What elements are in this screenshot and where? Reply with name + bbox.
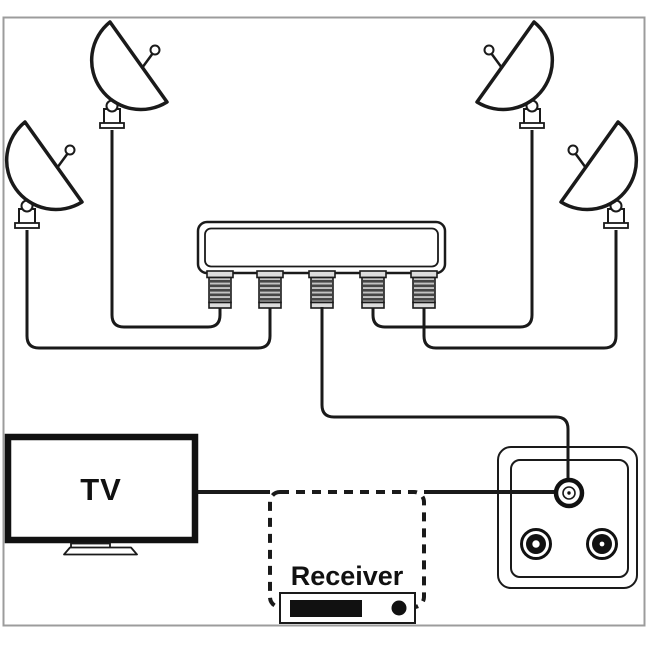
f-connector-port2 <box>256 270 284 309</box>
wall-outlet-ports <box>520 477 618 560</box>
f-connector-port1 <box>206 270 234 309</box>
satellite-dish-inner-left <box>89 20 169 130</box>
outlet-sat-port-pin <box>567 491 571 495</box>
tv-screen <box>4 433 199 544</box>
multiswitch <box>196 220 447 309</box>
f-connector-port5 <box>410 270 438 309</box>
f-connector-port3 <box>308 270 336 309</box>
satellite-dish-inner-right <box>475 20 555 130</box>
cable-dish-inner-right-to-port4 <box>371 130 534 329</box>
satellite-dish-outer-left <box>4 120 84 230</box>
outlet-radio-port-pin <box>599 541 605 547</box>
outlet-tv-port-pin <box>532 540 540 548</box>
tv-group: TV <box>4 433 199 556</box>
receiver-label: Receiver <box>291 561 404 591</box>
tv-stand-base <box>63 546 138 556</box>
f-connector-port4 <box>359 270 387 309</box>
cable-dish-outer-right-to-port5 <box>422 230 618 350</box>
multiswitch-inner-panel <box>204 227 439 268</box>
receiver-group: Receiver <box>268 490 426 624</box>
cable-dish-inner-left-to-port1 <box>110 130 222 329</box>
satellite-dish-outer-right <box>559 120 639 230</box>
diagram-frame <box>2 16 646 627</box>
tv-label: TV <box>80 472 122 507</box>
cable-dish-outer-left-to-port2 <box>25 230 272 350</box>
cable-port3-to-wall-outlet <box>320 307 570 482</box>
receiver-display <box>290 600 362 617</box>
receiver-power-button-icon <box>391 600 407 616</box>
